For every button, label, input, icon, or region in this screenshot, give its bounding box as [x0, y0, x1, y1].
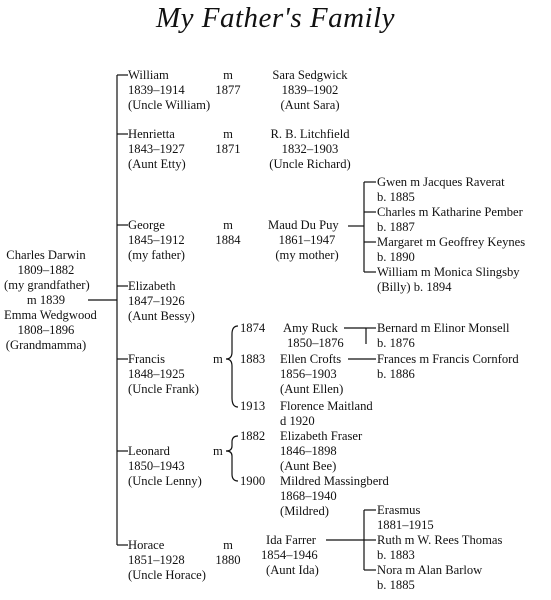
spouse-name: R. B. Litchfield	[270, 127, 350, 141]
child-dates: 1847–1926	[128, 294, 185, 308]
marriage-mark: m	[223, 218, 233, 232]
grandchild-george-dates: b. 1887	[377, 220, 415, 234]
child-note: (Uncle William)	[128, 98, 211, 112]
spouse-name: Elizabeth Fraser	[280, 429, 363, 443]
child-name-henrietta: Henrietta	[128, 127, 175, 141]
grandchild-george-dates: (Billy) b. 1894	[377, 280, 452, 294]
child-name-francis: Francis	[128, 352, 166, 366]
marriage-year: 1913	[240, 399, 266, 413]
spouse-dates: 1846–1898	[280, 444, 337, 458]
spouse-note: (Aunt Sara)	[280, 98, 340, 112]
child-dates: 1845–1912	[128, 233, 185, 247]
marriage-year: 1877	[215, 83, 241, 97]
spouse-dates: 1856–1903	[280, 367, 337, 381]
grandchild-george: Gwen m Jacques Raverat	[377, 175, 505, 189]
root-name: Charles Darwin	[6, 248, 86, 262]
grandchild-horace-dates: 1881–1915	[377, 518, 434, 532]
grandchild-george: Margaret m Geoffrey Keynes	[377, 235, 526, 249]
child-dates: 1839–1914	[128, 83, 185, 97]
root-spouse-note: (Grandmamma)	[5, 338, 87, 352]
marriage-year: 1884	[215, 233, 241, 247]
grandchild-francis: Bernard m Elinor Monsell	[377, 321, 510, 335]
child-name-elizabeth: Elizabeth	[128, 279, 176, 293]
child-note: (my father)	[128, 248, 185, 262]
spouse-name: Ellen Crofts	[280, 352, 342, 366]
spouse-note: (Aunt Bee)	[280, 459, 337, 473]
spouse-name: Florence Maitland	[280, 399, 373, 413]
child-note: (Aunt Bessy)	[128, 309, 195, 323]
child-name-william: William	[128, 68, 169, 82]
child-dates: 1851–1928	[128, 553, 185, 567]
spouse-name: Maud Du Puy	[268, 218, 339, 232]
root-dates: 1809–1882	[17, 263, 75, 277]
spouse-note: (Mildred)	[280, 504, 329, 518]
child-note: (Aunt Etty)	[128, 157, 186, 171]
francis-brace	[225, 325, 239, 408]
child-dates: 1848–1925	[128, 367, 185, 381]
spouse-dates: 1854–1946	[261, 548, 318, 562]
spouse-note: (Aunt Ellen)	[280, 382, 344, 396]
spouse-dates: 1839–1902	[281, 83, 339, 97]
child-name-leonard: Leonard	[128, 444, 170, 458]
child-dates: 1850–1943	[128, 459, 185, 473]
child-note: (Uncle Frank)	[128, 382, 199, 396]
root-note: (my grandfather)	[4, 278, 90, 292]
grandchild-george-dates: b. 1890	[377, 250, 415, 264]
child-note: (Uncle Lenny)	[128, 474, 202, 488]
marriage-mark: m	[223, 538, 233, 552]
spouse-name: Ida Farrer	[266, 533, 316, 547]
spouse-dates: 1832–1903	[281, 142, 339, 156]
spouse-name: Amy Ruck	[283, 321, 338, 335]
grandchild-george: William m Monica Slingsby	[377, 265, 520, 279]
grandchild-george: Charles m Katharine Pember	[377, 205, 523, 219]
grandchild-francis-dates: b. 1886	[377, 367, 415, 381]
root-spouse-dates: 1808–1896	[17, 323, 75, 337]
grandchild-horace: Erasmus	[377, 503, 421, 517]
spouse-note: (Uncle Richard)	[269, 157, 351, 171]
marriage-year: 1883	[240, 352, 266, 366]
grandchild-francis: Frances m Francis Cornford	[377, 352, 519, 366]
marriage-year: 1882	[240, 429, 266, 443]
child-name-horace: Horace	[128, 538, 165, 552]
child-note: (Uncle Horace)	[128, 568, 206, 582]
child-name-george: George	[128, 218, 165, 232]
grandchild-horace-dates: b. 1885	[377, 578, 415, 592]
spouse-dates: 1868–1940	[280, 489, 337, 503]
grandchild-george-dates: b. 1885	[377, 190, 415, 204]
child-dates: 1843–1927	[128, 142, 185, 156]
leonard-brace	[225, 435, 239, 482]
spouse-dates: 1861–1947	[278, 233, 336, 247]
marriage-mark: m	[223, 127, 233, 141]
page-title: My Father's Family	[155, 2, 396, 34]
marriage-year: 1880	[215, 553, 241, 567]
root-marriage: m 1839	[26, 293, 66, 307]
spouse-name: Mildred Massingberd	[280, 474, 389, 488]
spouse-note: (Aunt Ida)	[266, 563, 319, 577]
marriage-mark: m	[213, 444, 223, 458]
grandchild-francis-dates: b. 1876	[377, 336, 415, 350]
marriage-mark: m	[213, 352, 223, 366]
root-spouse-name: Emma Wedgwood	[4, 308, 97, 322]
marriage-year: 1871	[215, 142, 241, 156]
spouse-dates: d 1920	[280, 414, 315, 428]
spouse-dates: 1850–1876	[287, 336, 344, 350]
grandchild-horace: Ruth m W. Rees Thomas	[377, 533, 503, 547]
grandchild-horace-dates: b. 1883	[377, 548, 415, 562]
marriage-year: 1874	[240, 321, 266, 335]
grandchild-horace: Nora m Alan Barlow	[377, 563, 483, 577]
spouse-name: Sara Sedgwick	[272, 68, 348, 82]
spouse-note: (my mother)	[275, 248, 339, 262]
marriage-year: 1900	[240, 474, 266, 488]
marriage-mark: m	[223, 68, 233, 82]
